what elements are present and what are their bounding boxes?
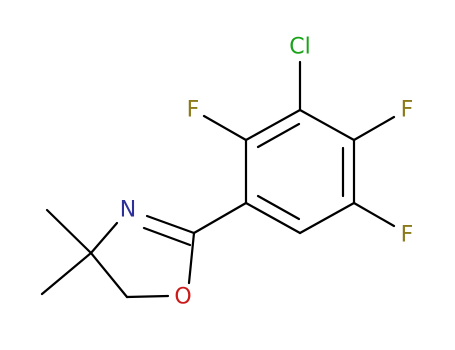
bond-c4-methyl-upper (45, 208, 93, 255)
atom-label-f-lower-right: F (401, 223, 414, 248)
atom-label-f-upper-right: F (401, 98, 414, 123)
bond-ring-c4-c5 (298, 201, 356, 235)
bond-c4-methyl-lower (40, 251, 93, 296)
bond-c2-n (145, 214, 196, 235)
bond-c5-o (125, 294, 170, 299)
bond-c2-n-double (142, 226, 192, 247)
bond-n-c4 (89, 221, 119, 255)
bond-c-f-lower-right (352, 201, 396, 228)
bond-c4-c5 (89, 251, 129, 299)
bond-ring-c5-c6-inner (256, 194, 301, 221)
atom-label-n: N (120, 198, 136, 223)
atom-label-o: O (174, 285, 191, 310)
bond-ring-c1-c2-inner (256, 122, 301, 149)
bond-aryl-c2-oxazoline (192, 201, 248, 235)
atom-label-f-ortho: F (187, 98, 200, 123)
bond-o-c2 (187, 231, 196, 285)
bond-c-f-ortho (202, 114, 248, 142)
bond-c-f-upper-right (352, 115, 396, 142)
bond-ring-c2-c3 (298, 108, 356, 142)
bond-ring-c1-c2 (244, 108, 302, 142)
atom-label-cl: Cl (289, 35, 310, 60)
bond-ring-c5-c6 (244, 201, 302, 235)
